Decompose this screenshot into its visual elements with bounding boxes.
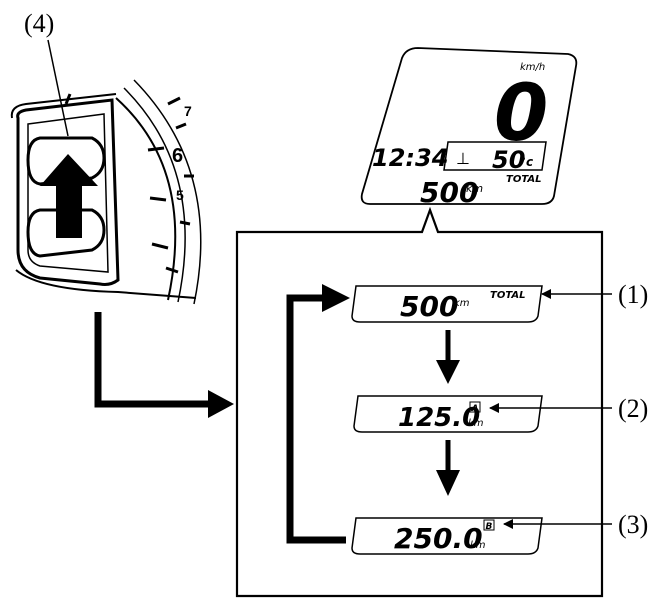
switch-housing [16, 98, 120, 286]
tick-label-6: 6 [172, 145, 183, 167]
flow-arrow [94, 312, 222, 408]
mode-total-unit: km [454, 298, 470, 309]
down-arrow-2 [436, 440, 460, 496]
temperature-unit: °c [520, 155, 533, 169]
upper-button[interactable] [26, 136, 106, 186]
clock: 12:34 [372, 144, 448, 172]
down-arrow-1 [436, 330, 460, 384]
tick-label-5: 5 [176, 187, 184, 203]
mode-a-unit: km [468, 418, 484, 429]
temp-box [443, 141, 547, 171]
mode-trip-b: 250.0 km B [351, 517, 543, 555]
callout-4: (4) [24, 9, 54, 38]
mode-b-unit: km [470, 540, 486, 551]
callout-3: (3) [618, 510, 648, 539]
tick-label-7: 7 [184, 103, 192, 119]
up-arrow-icon [40, 154, 98, 238]
mode-a-tag: A [471, 404, 479, 414]
mode-box [235, 206, 604, 598]
callout-2: (2) [618, 394, 648, 423]
mode-trip-a: 125.0 km A [353, 395, 543, 433]
callout-1: (1) [618, 280, 648, 309]
mode-a-value: 125.0 [398, 403, 480, 433]
tachometer-ticks [64, 93, 194, 274]
tachometer-arc [115, 97, 177, 301]
temperature-value: 50 [492, 146, 525, 174]
mode-total: 500 km TOTAL [351, 285, 543, 323]
mode-total-tag: TOTAL [490, 290, 525, 301]
leader-4 [47, 39, 69, 137]
instrument-cluster: 7 6 5 [10, 79, 202, 305]
odometer-unit: km [466, 182, 483, 195]
odometer-mode: TOTAL [506, 174, 541, 185]
odometer-value: 500 [420, 176, 478, 209]
lcd-display: km/h 0 12:34 ⊥ 50 °c TOTAL 500 km [360, 47, 578, 209]
speed-unit: km/h [520, 62, 545, 73]
lcd-outline [360, 47, 578, 205]
lower-button[interactable] [26, 208, 106, 258]
mode-b-tag: B [486, 522, 493, 532]
loop-back-arrow [286, 294, 346, 544]
speed-value: 0 [494, 69, 548, 159]
mode-total-value: 500 [400, 290, 458, 323]
mode-b-value: 250.0 [394, 522, 483, 555]
coolant-icon: ⊥ [456, 149, 470, 168]
